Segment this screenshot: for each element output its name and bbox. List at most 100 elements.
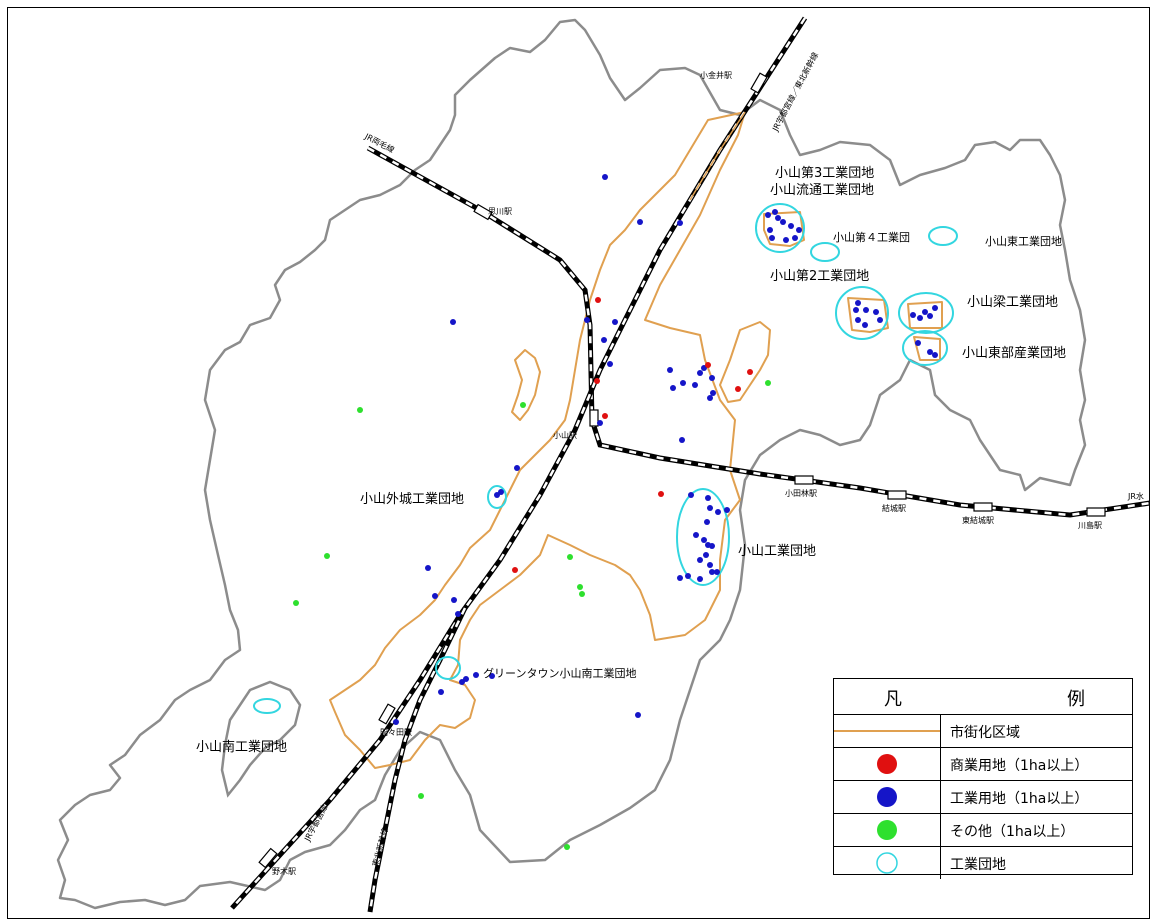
legend-header: 凡 例 [834,679,1132,715]
rail-utsunomiya [230,16,808,910]
industrial-dot [927,349,933,355]
industrial-dot-icon [877,787,897,807]
industrial-dot [438,689,444,695]
industrial-dot [710,390,716,396]
label-park-minami: 小山南工業団地 [196,740,288,755]
industrial-dot [780,219,786,225]
label-station-koganei: 小金井駅 [700,71,732,80]
industrial-dot [709,375,715,381]
industrial-dot [498,489,504,495]
industrial-dot [715,509,721,515]
urban-area-park3 [763,211,805,247]
industrial-dot [707,505,713,511]
park-circle-minami [253,698,281,714]
industrial-dot [927,313,933,319]
other-dot [577,584,583,590]
station-box-higashiyuki [973,502,993,512]
industrial-dot [693,532,699,538]
industrial-dot [704,519,710,525]
industrial-dot [792,235,798,241]
industrial-dot [677,220,683,226]
industrial-dot [489,673,495,679]
station-box-koganei [750,72,768,94]
industrial-dot [393,719,399,725]
industrial-dot [862,322,868,328]
industrial-dot [765,212,771,218]
commercial-dot [735,386,741,392]
park-circle-green [435,656,461,680]
other-dot [324,553,330,559]
industrial-dot [932,305,938,311]
other-dot [579,591,585,597]
industrial-dot [788,223,794,229]
legend-row-commercial: 商業用地（1ha以上） [834,748,1132,781]
industrial-dot [703,552,709,558]
industrial-dot [863,307,869,313]
legend: 凡 例 市街化区域 商業用地（1ha以上） 工業用地（1ha以上） その他（1h… [833,678,1133,879]
industrial-dot [688,492,694,498]
other-dot [765,380,771,386]
industrial-dot [855,300,861,306]
commercial-dot [595,297,601,303]
station-box-mamada [378,703,396,725]
label-park-green: グリーンタウン小山南工業団地 [483,667,637,680]
industrial-dot [697,557,703,563]
industrial-dot [853,307,859,313]
industrial-dot [670,385,676,391]
industrial-dot [597,420,603,426]
label-station-omoigawa: 思川駅 [488,207,512,216]
industrial-dot [432,593,438,599]
industrial-dot [707,395,713,401]
industrial-dot [915,340,921,346]
industrial-dot [463,676,469,682]
industrial-dot [607,361,613,367]
legend-label: 工業団地 [950,857,1006,873]
label-park-4: 小山第４工業団 [833,231,910,244]
industrial-dot [932,352,938,358]
label-park-higashi: 小山東工業団地 [985,235,1062,248]
legend-label: 商業用地（1ha以上） [950,758,1089,774]
industrial-dot [772,209,778,215]
other-dot [418,793,424,799]
industrial-dot [767,227,773,233]
industrial-dot [917,315,923,321]
industrial-dot [685,573,691,579]
urban-area-park2 [847,297,889,333]
commercial-dot [658,491,664,497]
label-park-tojo: 小山外城工業団地 [360,492,465,507]
park-circle-4 [928,226,958,246]
label-station-oyama: 小山駅 [553,431,577,440]
label-station-yuki: 結城駅 [882,504,906,513]
industrial-dot [714,569,720,575]
commercial-dot [594,378,600,384]
industrial-dot [635,712,641,718]
commercial-dot [705,362,711,368]
other-dot [564,844,570,850]
industrial-dot [910,312,916,318]
station-box-kawashima [1086,507,1106,517]
commercial-dot [512,567,518,573]
park-circle-ryo [898,292,954,334]
urban-area-main [329,111,746,769]
industrial-dot [679,437,685,443]
industrial-dot [602,174,608,180]
industrial-dot [450,319,456,325]
industrial-dot [873,309,879,315]
park-circle-higashibu [902,330,948,366]
park-circle-icon [876,852,898,874]
industrial-dot [473,672,479,678]
rail-ryomo-mito [366,145,1150,518]
industrial-dot [584,317,590,323]
label-station-odabayashi: 小田林駅 [785,489,817,498]
other-dot [567,554,573,560]
industrial-dot [877,317,883,323]
urban-area-line-icon [834,730,940,732]
station-box-yuki [887,490,907,500]
commercial-dot-icon [877,754,897,774]
station-box-omoigawa [473,203,493,221]
station-box-oyama [589,409,599,427]
station-markers [258,72,1106,869]
industrial-dot [855,317,861,323]
other-dot [520,402,526,408]
